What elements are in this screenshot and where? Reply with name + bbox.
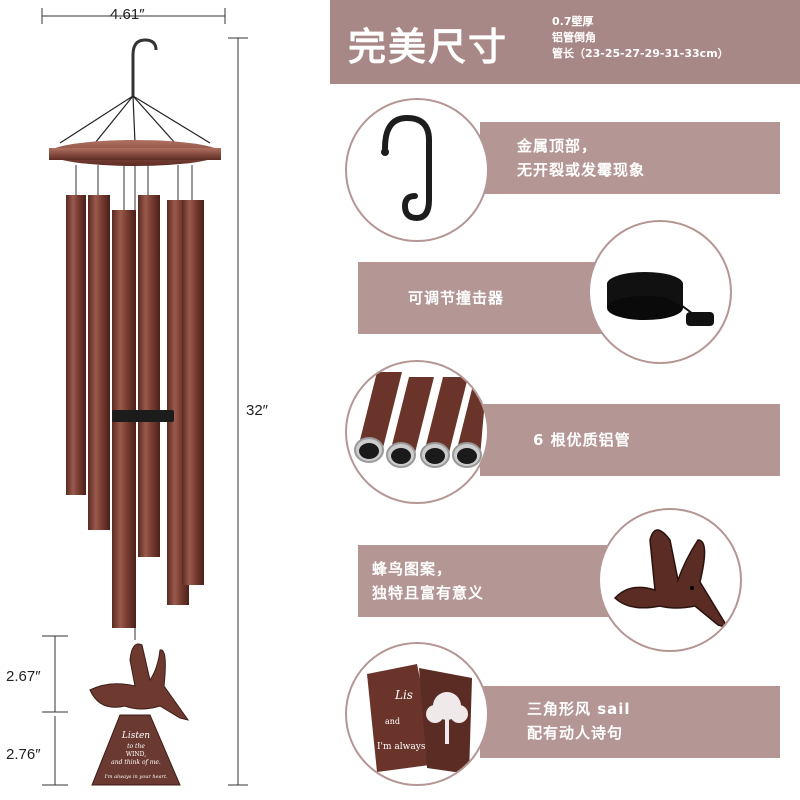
hook-icon [381, 114, 432, 222]
feature-line: 三角形风 sail [527, 700, 631, 718]
sail-line-4: and think of me. [111, 759, 161, 766]
closeup-line-1: Lis [394, 688, 413, 702]
sail-dimension-label: 2.76″ [6, 746, 41, 763]
sail-line-3: WIND, [126, 751, 146, 758]
bird-dimension-label: 2.67″ [6, 668, 41, 685]
hummingbird-ornament [89, 643, 190, 721]
feature-label-hummingbird: 蜂鸟图案， 独特且富有意义 [372, 557, 484, 605]
wind-chime-illustration: Listen to the WIND, and think of me. I'm… [41, 8, 248, 786]
feature-label-sail: 三角形风 sail 配有动人诗句 [527, 697, 631, 745]
feature-band-sail [480, 686, 780, 758]
title-main: 完美尺寸 [348, 25, 509, 69]
feature-circle-striker [588, 220, 732, 364]
bird-dimension [42, 635, 68, 786]
title-banner: 完美尺寸 0.7壁厚 铝管倒角 管长（23-25-27-29-31-33cm） [330, 0, 800, 84]
feature-label-striker: 可调节撞击器 [408, 289, 505, 307]
closeup-line-2: and [385, 717, 400, 726]
hummingbird-icon [613, 529, 730, 630]
sail-line-5: I'm always in your heart. [103, 774, 168, 780]
striker-icon [607, 272, 714, 326]
sail-line-2: to the [127, 743, 145, 750]
wind-sail [91, 714, 181, 786]
feature-line: 独特且富有意义 [372, 584, 485, 602]
width-dimension-label: 4.61″ [110, 6, 145, 23]
feature-line: 金属顶部， [517, 137, 598, 155]
sail-icon: Lis and I'm always [367, 664, 472, 774]
height-dimension [228, 37, 248, 786]
feature-label-tubes: 6 根优质铝管 [533, 431, 631, 449]
feature-circle-sail: Lis and I'm always [345, 642, 489, 786]
spec-lengths: 管长（23-25-27-29-31-33cm） [552, 47, 729, 60]
tubes-icon [354, 372, 487, 468]
feature-line: 蜂鸟图案， [372, 560, 453, 578]
feature-line: 配有动人诗句 [527, 724, 624, 742]
feature-circle-tubes [345, 360, 489, 504]
feature-band-tubes [480, 404, 780, 476]
spec-thickness: 0.7壁厚 [552, 15, 594, 28]
sail-line-1: Listen [121, 731, 150, 741]
striker [112, 410, 174, 422]
title-spec: 0.7壁厚 铝管倒角 管长（23-25-27-29-31-33cm） [552, 14, 729, 62]
height-dimension-label: 32″ [246, 402, 268, 419]
closeup-line-3: I'm always [377, 742, 426, 752]
hook-icon [131, 38, 158, 96]
tree-icon [426, 692, 468, 744]
feature-line: 无开裂或发霉现象 [517, 161, 646, 179]
feature-circle-hummingbird [598, 508, 742, 652]
feature-label-metal-top: 金属顶部， 无开裂或发霉现象 [517, 134, 645, 182]
feature-band-metal-top [480, 122, 780, 194]
width-dimension [41, 8, 226, 24]
spec-chamfer: 铝管倒角 [552, 31, 596, 44]
feature-circle-hook [345, 98, 489, 242]
